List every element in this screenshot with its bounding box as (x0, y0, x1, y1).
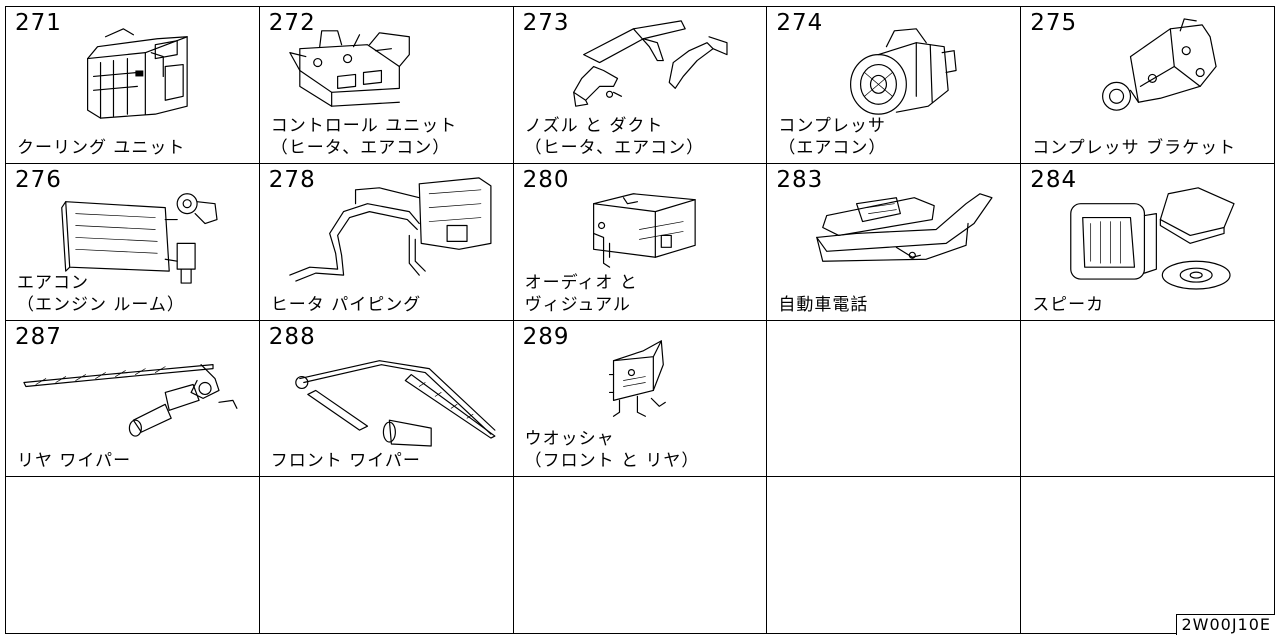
section-number: 275 (1030, 10, 1078, 36)
section-name: ヒータ パイピング (271, 294, 421, 316)
section-name-line: ヒータ パイピング (270, 294, 422, 315)
section-284[interactable]: 284 スピーカ (1021, 163, 1275, 321)
section-289[interactable]: 289 ウオッシャ（フロント と リヤ） (513, 320, 768, 478)
section-name: フロント ワイパー (271, 450, 421, 472)
section-name-line: ウオッシャ (524, 429, 615, 450)
section-name-line: クーリング ユニット (17, 137, 186, 158)
section-274[interactable]: 274 コンプレッサ（エアコン） (767, 7, 1022, 164)
section-number: 289 (522, 323, 570, 350)
section-name-line: ヴィジュアル (524, 294, 631, 315)
section-275[interactable]: 275 コンプレッサ ブラケット (1021, 7, 1275, 164)
section-283[interactable]: 283 自動車電話 (767, 163, 1022, 321)
section-name: スピーカ (1032, 294, 1104, 316)
section-number: 283 (776, 166, 824, 193)
section-name-line: （ヒータ、エアコン） (524, 137, 705, 158)
section-271[interactable]: 271 クーリング ユニット (6, 7, 260, 164)
section-name-line: スピーカ (1032, 294, 1105, 315)
section-name-line: コントロール ユニット (270, 115, 458, 136)
empty-cell (259, 477, 514, 634)
section-number: 284 (1030, 166, 1078, 193)
section-name-line: （エアコン） (778, 137, 887, 158)
section-273[interactable]: 273 ノズル と ダクト（ヒータ、エアコン） (513, 7, 768, 164)
section-280[interactable]: 280 オーディオ とヴィジュアル (513, 163, 768, 321)
section-278[interactable]: 278 ヒータ パイピング (259, 163, 514, 321)
section-number: 280 (522, 166, 570, 193)
section-name: ノズル と ダクト（ヒータ、エアコン） (525, 115, 705, 159)
section-name: リヤ ワイパー (17, 450, 131, 472)
section-number: 274 (776, 10, 824, 36)
section-name-line: コンプレッサ (778, 115, 886, 136)
section-name-line: コンプレッサ ブラケット (1032, 137, 1237, 158)
section-name-line: リヤ ワイパー (17, 451, 132, 472)
section-number: 278 (268, 166, 316, 193)
empty-cell (6, 477, 260, 634)
section-name: コントロール ユニット（ヒータ、エアコン） (271, 115, 457, 159)
section-name: コンプレッサ（エアコン） (778, 115, 886, 159)
section-number: 272 (268, 10, 316, 36)
diagram-code: 2W00J10E (1176, 614, 1275, 635)
section-name-line: オーディオ と (524, 272, 638, 293)
empty-cell (1021, 477, 1275, 634)
section-276[interactable]: 276 エアコン（エンジン ルーム） (6, 163, 260, 321)
section-name-line: フロント ワイパー (270, 451, 421, 472)
section-name-line: （ヒータ、エアコン） (270, 137, 451, 158)
section-name-line: （フロント と リヤ） (524, 451, 700, 472)
section-name-line: （エンジン ルーム） (17, 294, 185, 315)
empty-cell (513, 477, 768, 634)
section-name-line: エアコン (17, 272, 89, 293)
section-number: 271 (15, 10, 62, 36)
empty-cell (767, 320, 1022, 478)
section-name: コンプレッサ ブラケット (1032, 137, 1236, 159)
section-288[interactable]: 288 フロント ワイパー (259, 320, 514, 478)
section-287[interactable]: 287 リヤ ワイパー (6, 320, 260, 478)
section-number: 288 (268, 323, 316, 350)
section-name: ウオッシャ（フロント と リヤ） (525, 428, 700, 472)
section-name-line: 自動車電話 (778, 294, 869, 315)
empty-cell (1021, 320, 1275, 478)
section-number: 287 (15, 323, 62, 350)
section-number: 273 (522, 10, 570, 36)
section-number: 276 (15, 166, 62, 193)
section-name: クーリング ユニット (17, 137, 185, 159)
section-name: エアコン（エンジン ルーム） (17, 272, 185, 316)
section-272[interactable]: 272 コントロール ユニット（ヒータ、エアコン） (259, 7, 514, 164)
empty-cell (767, 477, 1022, 634)
section-name: 自動車電話 (778, 294, 868, 316)
section-name: オーディオ とヴィジュアル (525, 272, 638, 316)
section-name-line: ノズル と ダクト (524, 115, 664, 136)
